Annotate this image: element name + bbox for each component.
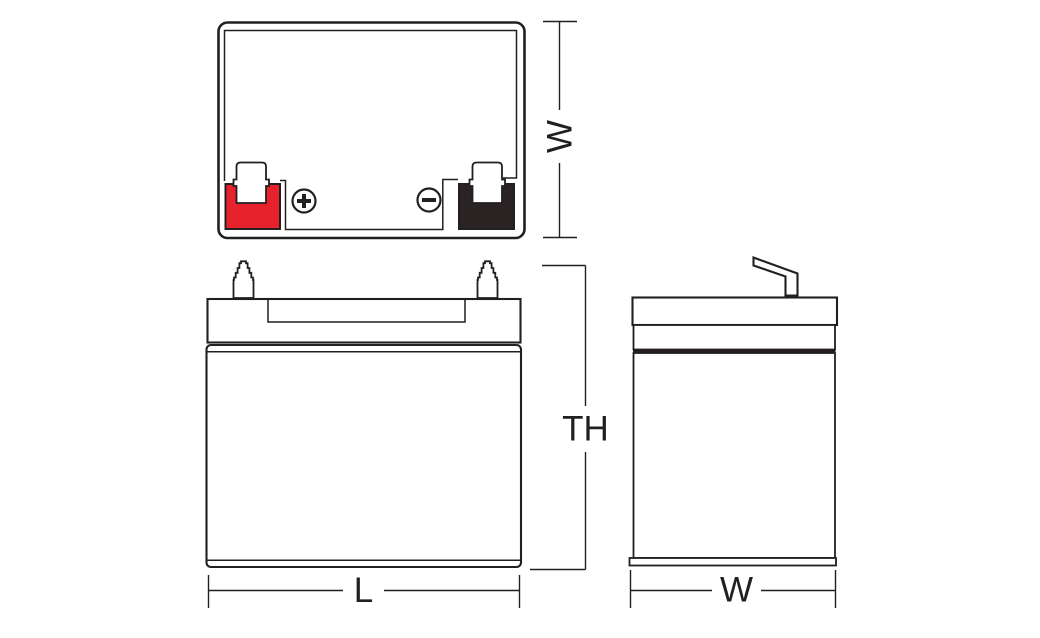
side-bottom-band: [628, 557, 837, 567]
dimension-end-ticks: [530, 264, 586, 571]
height-label: TH: [562, 410, 609, 449]
terminal-pocket-outline: [280, 178, 458, 231]
front-lid: [206, 297, 522, 344]
positive-terminal-post: [232, 161, 270, 204]
dimension-end-ticks: [629, 570, 837, 608]
length-dimension: L: [207, 571, 521, 610]
side-upper-band: [632, 324, 836, 351]
side-body: [632, 352, 836, 559]
dimension-end-ticks: [543, 20, 577, 239]
side-width-label: W: [720, 571, 753, 610]
front-left-terminal-post: [232, 260, 255, 299]
top-width-label: W: [541, 120, 580, 153]
front-view: L TH: [205, 260, 609, 610]
top-view: W: [217, 20, 580, 240]
front-body: [205, 343, 523, 569]
dimension-end-ticks: [207, 575, 521, 608]
terminal-tab: [752, 256, 799, 297]
plus-cross: [297, 194, 311, 208]
positive-symbol-icon: [291, 188, 317, 214]
negative-terminal-post: [468, 161, 506, 204]
side-width-dimension: W: [629, 570, 837, 610]
side-lid: [631, 296, 839, 327]
length-label: L: [354, 571, 373, 610]
top-case-outline: [217, 21, 526, 240]
front-body-seam-lines: [207, 351, 521, 562]
top-width-dimension: W: [541, 20, 580, 239]
height-dimension: TH: [530, 264, 609, 571]
negative-terminal-block: [458, 183, 515, 230]
top-inner-face-outline: [223, 29, 518, 181]
front-lid-recess: [267, 299, 466, 323]
side-view: W: [628, 256, 839, 610]
negative-symbol-icon: [416, 187, 442, 213]
front-right-terminal-post: [476, 260, 499, 299]
